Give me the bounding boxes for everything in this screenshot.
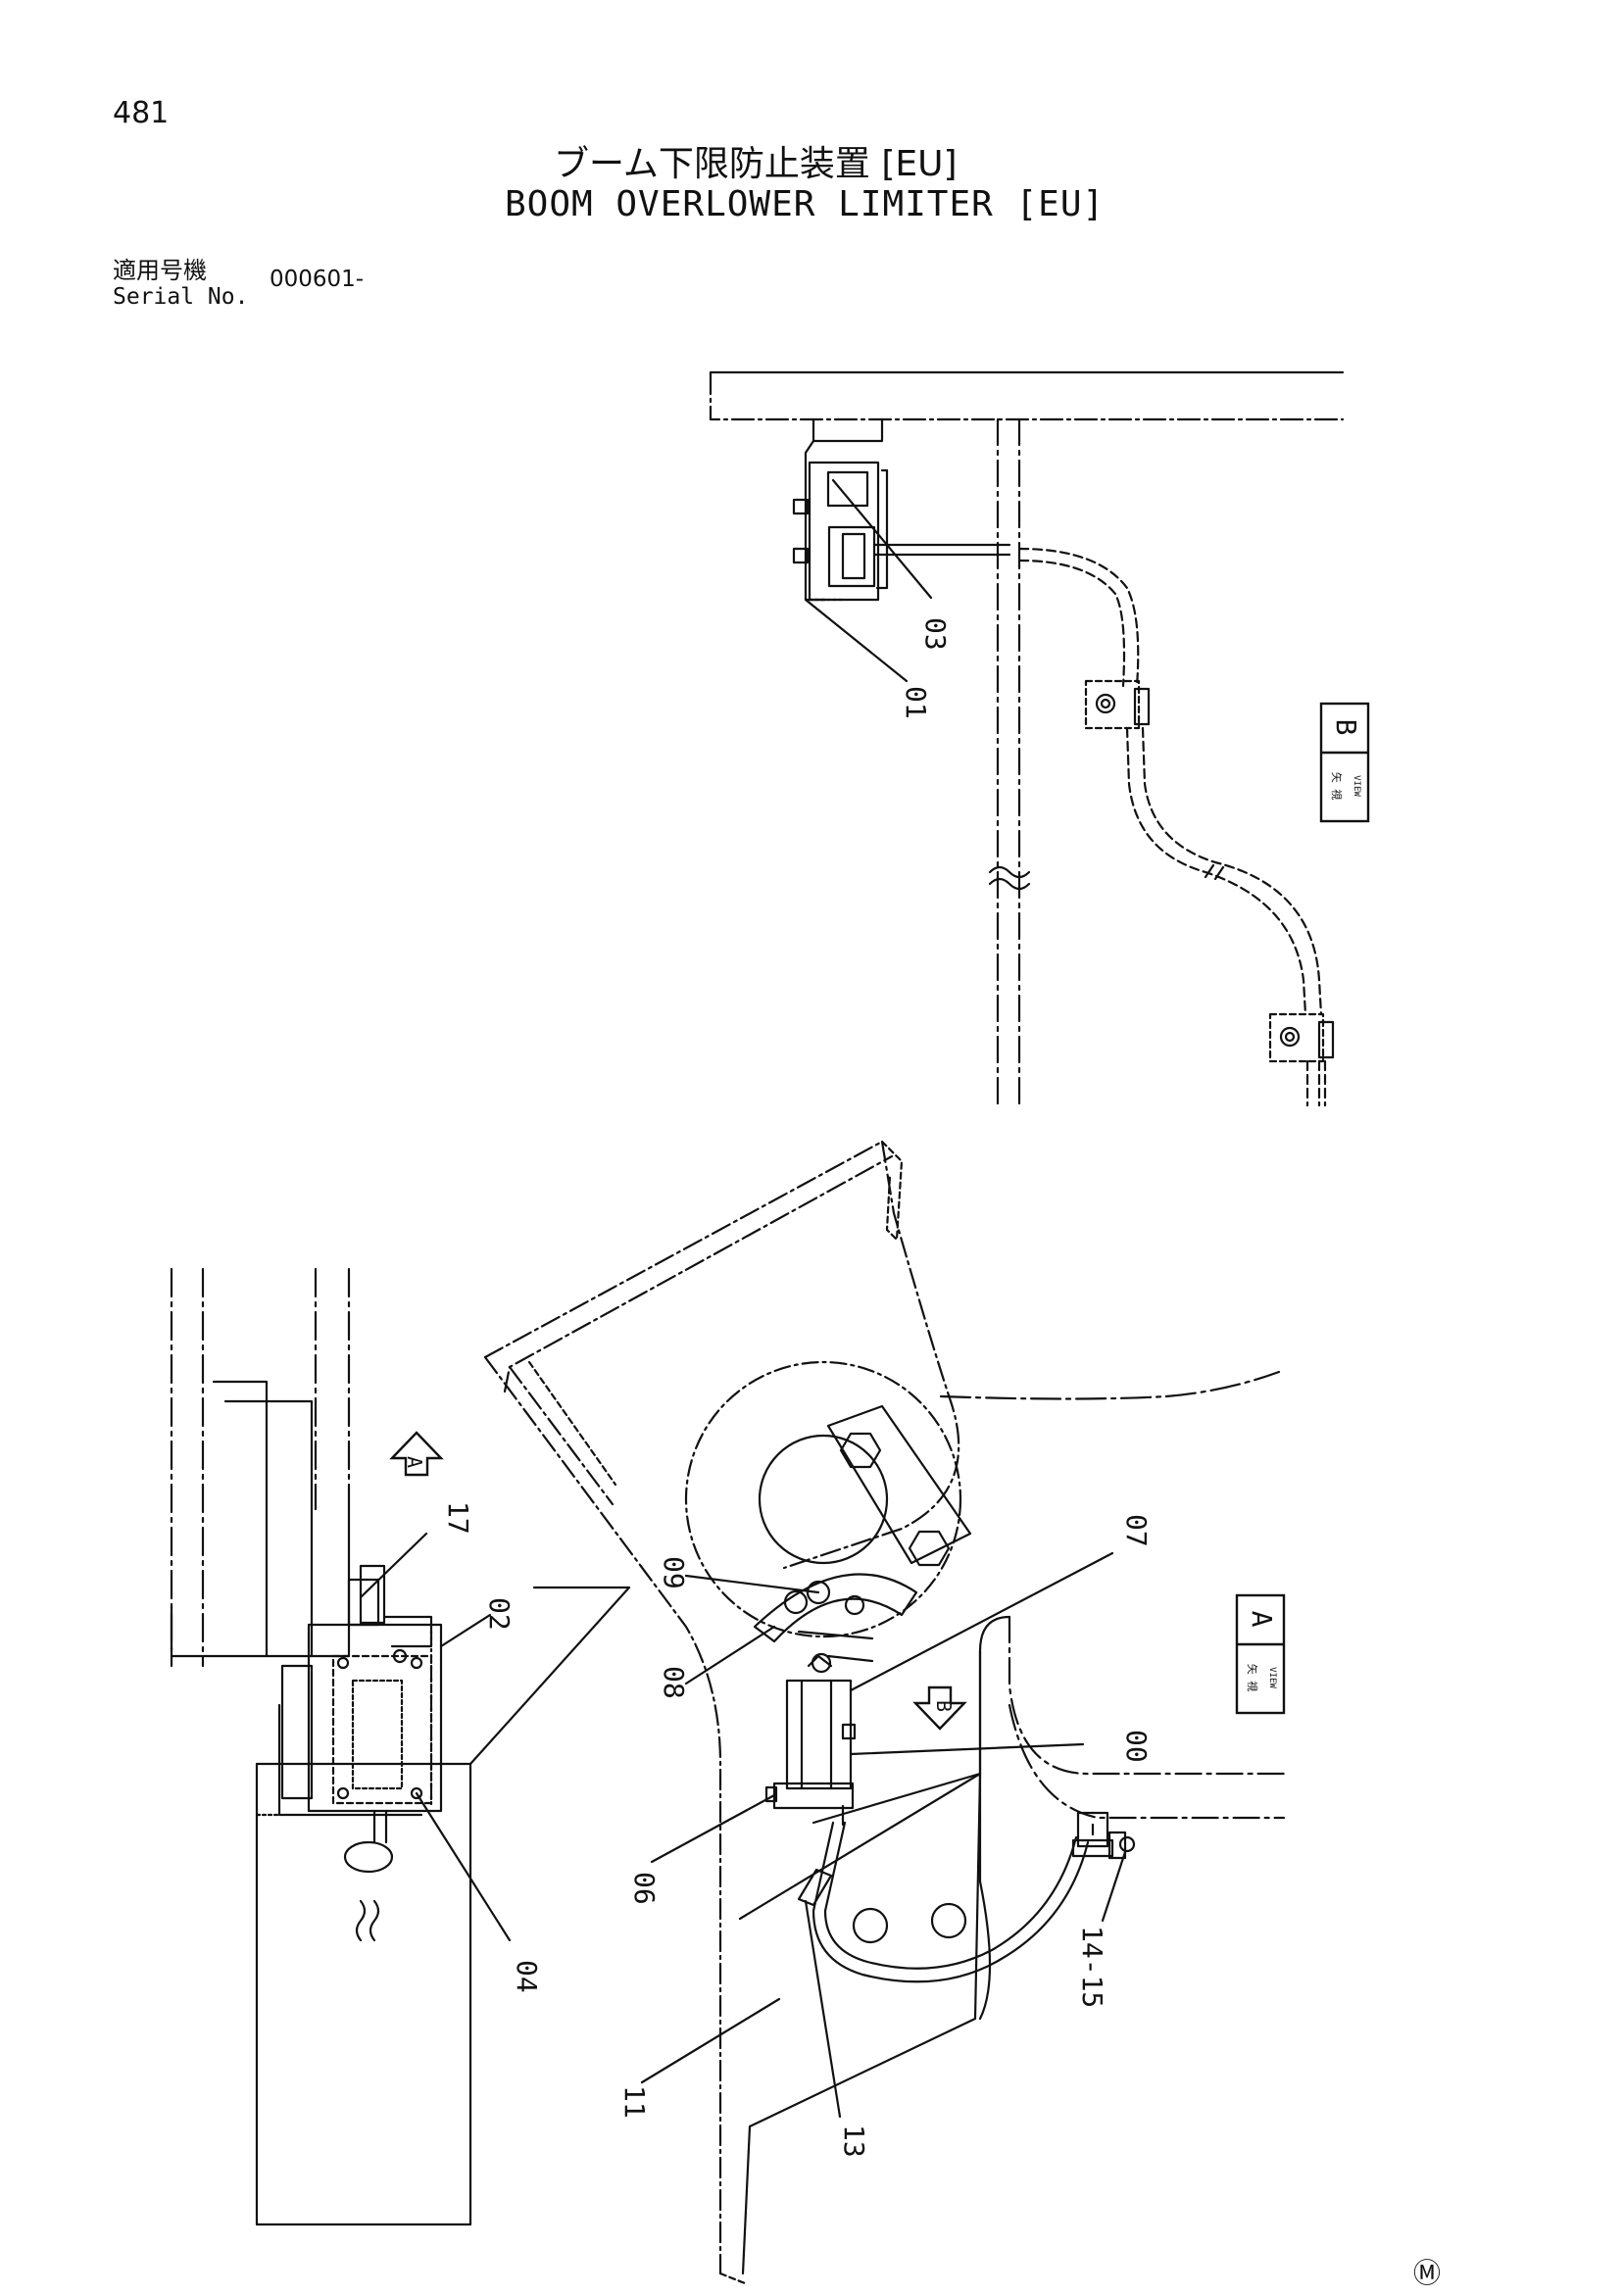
- callout-00: 00: [1120, 1730, 1153, 1763]
- callout-02: 02: [483, 1597, 516, 1631]
- view-a-letter: A: [1246, 1611, 1278, 1628]
- callout-08: 08: [658, 1666, 690, 1699]
- callout-11: 11: [618, 2085, 651, 2119]
- callout-17: 17: [442, 1501, 474, 1535]
- view-arrow-a: A: [389, 1431, 444, 1477]
- callout-06: 06: [628, 1872, 661, 1905]
- callout-01: 01: [900, 686, 932, 719]
- view-a-sub: VIEW: [1267, 1667, 1277, 1688]
- view-b-drawing: [709, 370, 1345, 1107]
- callout-07: 07: [1120, 1514, 1153, 1547]
- callout-13: 13: [838, 2125, 870, 2158]
- callout-09: 09: [658, 1556, 690, 1589]
- view-b-kanji: 矢 視: [1330, 772, 1344, 801]
- title-japanese: ブーム下限防止装置 [EU]: [554, 144, 958, 184]
- view-label-a: A 矢 視 VIEW: [1235, 1593, 1286, 1715]
- serial-label-english: Serial No.: [113, 284, 249, 310]
- serial-number-value: 000601-: [270, 267, 365, 292]
- view-a-kanji: 矢 視: [1246, 1664, 1259, 1692]
- view-arrow-b: B: [912, 1685, 967, 1731]
- serial-label-japanese: 適用号機: [113, 257, 207, 284]
- arrow-a-letter: A: [403, 1456, 426, 1468]
- view-a-drawing: [170, 1140, 1286, 2285]
- manufacturer-mark: Ⓜ: [1413, 2257, 1442, 2289]
- arrow-b-letter: B: [932, 1700, 956, 1712]
- page-number: 481: [113, 96, 170, 130]
- callout-04: 04: [511, 1960, 543, 1993]
- callout-03: 03: [919, 617, 952, 651]
- view-label-b: B 矢 視 VIEW: [1319, 702, 1370, 823]
- callout-14-15: 14-15: [1076, 1926, 1108, 2008]
- view-b-letter: B: [1330, 719, 1362, 736]
- view-b-sub: VIEW: [1352, 775, 1361, 797]
- callouts: 03 01 17 02 04 09 08 07 00 06 11 13 14-1…: [442, 617, 1153, 2158]
- title-english: BOOM OVERLOWER LIMITER [EU]: [505, 184, 1106, 224]
